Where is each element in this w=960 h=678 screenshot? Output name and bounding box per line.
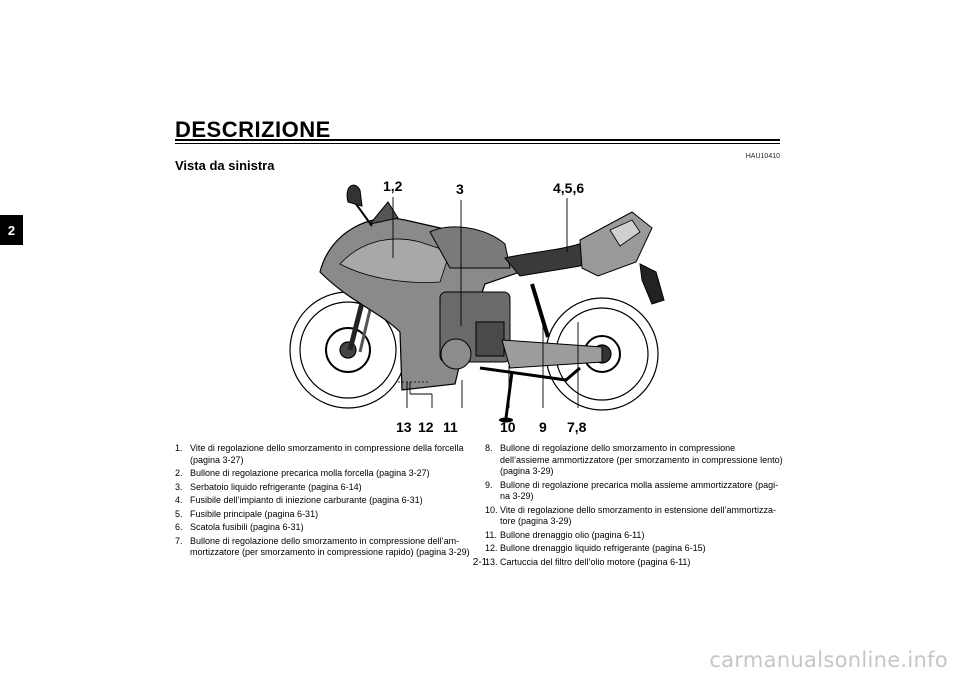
callout-12: 12 xyxy=(418,419,434,435)
section-title: Vista da sinistra xyxy=(175,158,275,173)
callout-11: 11 xyxy=(443,419,458,435)
watermark: carmanualsonline.info xyxy=(709,648,948,672)
page-number: 2-1 xyxy=(472,557,488,568)
legend-item: 11.Bullone drenaggio olio (pagina 6-11) xyxy=(485,529,645,540)
legend-item: 3.Serbatoio liquido refrigerante (pagina… xyxy=(175,481,362,492)
page-title: DESCRIZIONE xyxy=(175,117,331,142)
chapter-tab: 2 xyxy=(0,215,23,245)
title-rule-thick xyxy=(175,139,780,141)
callout-13: 13 xyxy=(396,419,412,435)
motorcycle-illustration xyxy=(289,184,665,423)
callout-7-8: 7,8 xyxy=(567,419,587,435)
callout-9: 9 xyxy=(539,419,547,435)
callout-1-2: 1,2 xyxy=(383,178,403,194)
legend-item: 6.Scatola fusibili (pagina 6-31) xyxy=(175,522,304,532)
legend-item: 1.Vite di regolazione dello smorzamento … xyxy=(175,443,464,465)
legend-item: 8.Bullone di regolazione dello smorzamen… xyxy=(485,443,783,476)
doc-code: HAU10410 xyxy=(745,153,780,160)
legend-item: 12.Bullone drenaggio liquido refrigerant… xyxy=(485,543,706,553)
legend-item: 9.Bullone di regolazione precarica molla… xyxy=(485,479,779,502)
legend-list-right: 8.Bullone di regolazione dello smorzamen… xyxy=(485,443,783,570)
legend-item: 7.Bullone di regolazione dello smorzamen… xyxy=(175,535,470,558)
legend-item: 4.Fusibile dell’impianto di iniezione ca… xyxy=(175,495,423,505)
legend-item: 10.Vite di regolazione dello smorzamento… xyxy=(485,504,776,527)
title-rule-thin xyxy=(175,143,780,144)
legend-item: 2.Bullone di regolazione precarica molla… xyxy=(175,468,430,478)
callout-4-5-6: 4,5,6 xyxy=(553,180,585,196)
legend-item: 13.Cartuccia del filtro dell’olio motore… xyxy=(485,556,691,567)
legend-list-left: 1.Vite di regolazione dello smorzamento … xyxy=(175,443,470,561)
callout-10: 10 xyxy=(500,419,516,435)
callout-3: 3 xyxy=(456,181,464,197)
legend-item: 5.Fusibile principale (pagina 6-31) xyxy=(175,508,319,519)
